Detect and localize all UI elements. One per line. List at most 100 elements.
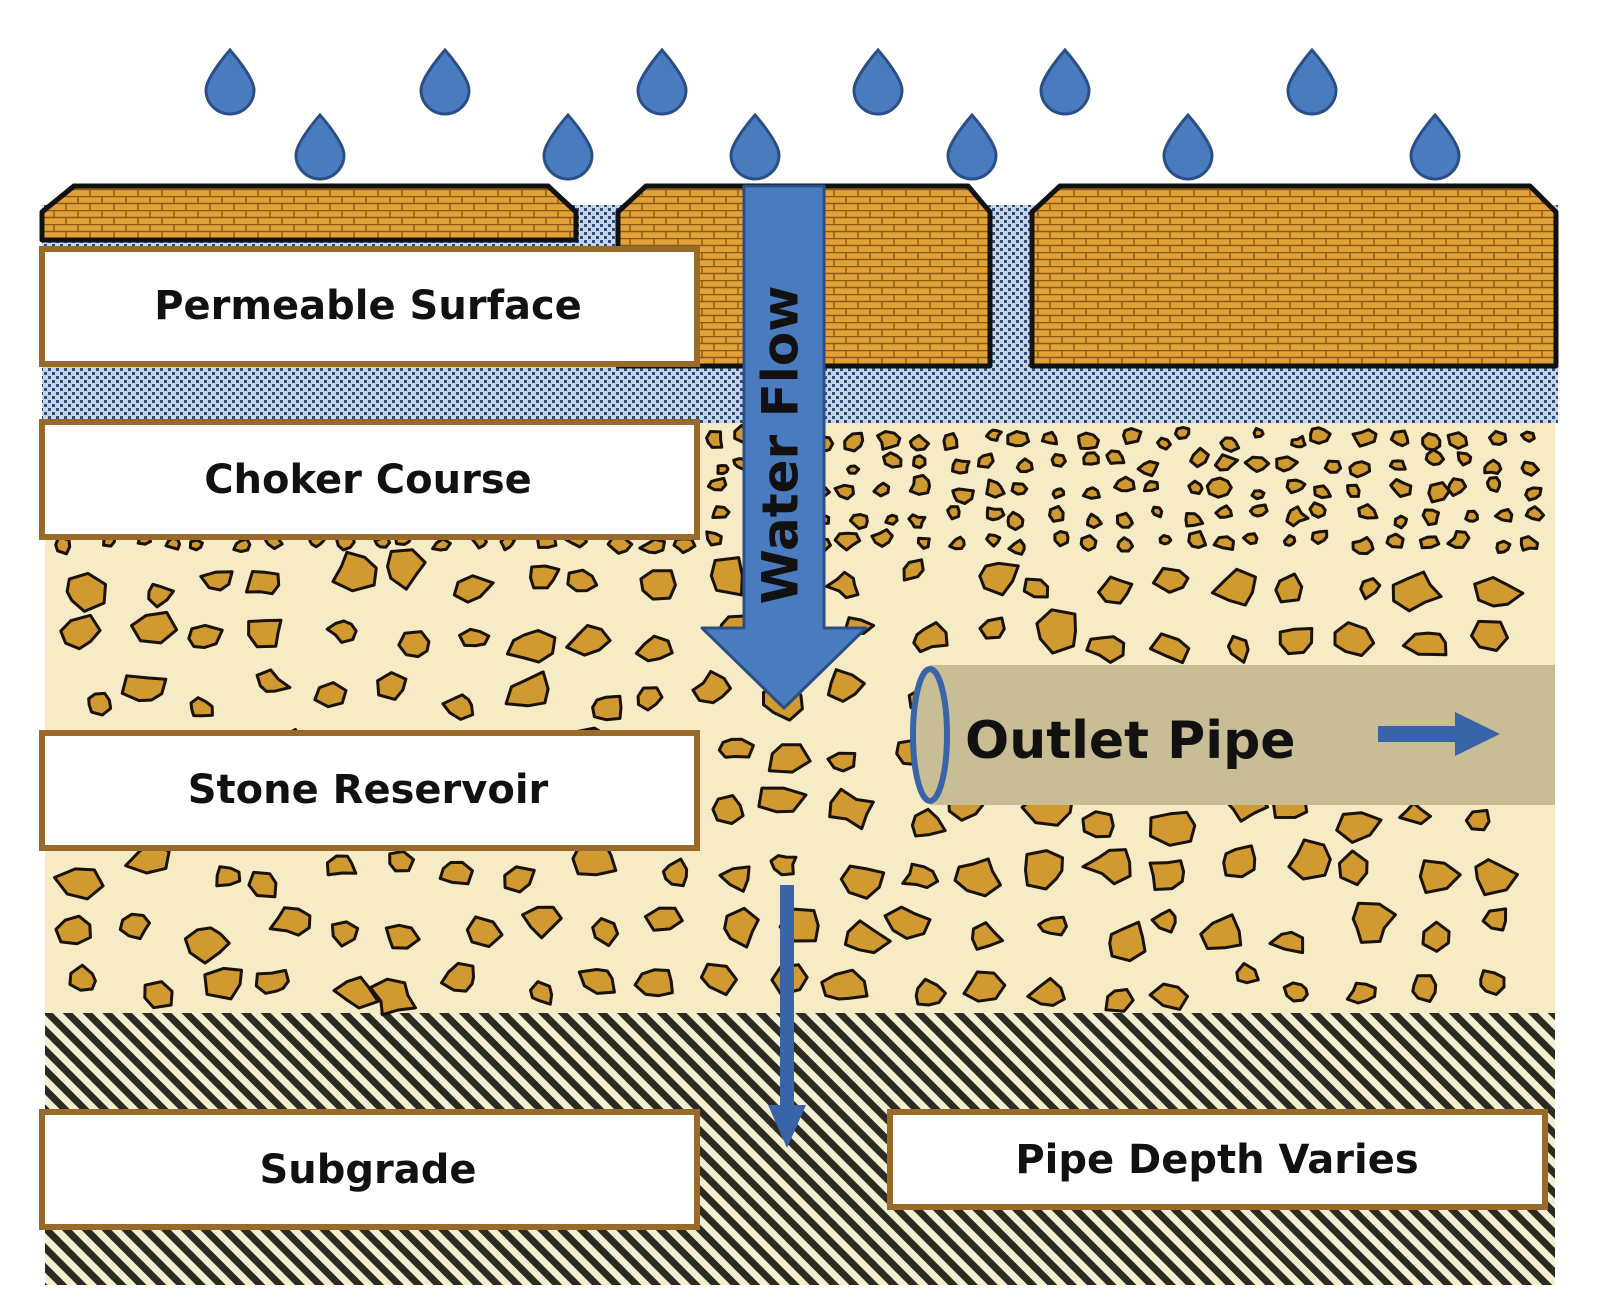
stone-piece [147,582,175,609]
stone-piece [661,857,689,888]
stone-piece [397,630,431,659]
stone-piece [884,513,899,526]
stone-piece [577,968,616,995]
stone-piece [1010,482,1029,496]
water-flow-arrow: Water Flow [700,184,868,710]
stone-piece [910,807,947,838]
stone-piece [978,561,1020,597]
stone-piece [848,513,869,531]
label-pipe-depth-varies: Pipe Depth Varies [887,1109,1548,1210]
stone-piece [1285,478,1307,495]
stone-piece [458,627,491,648]
stone-piece [711,794,745,825]
stone-piece [187,623,224,649]
stone-piece [54,914,92,946]
stone-piece [1085,512,1103,530]
stone-piece [633,968,674,998]
stone-piece [1158,534,1173,546]
stone-piece [978,616,1006,640]
stone-piece [1115,511,1134,529]
label-choker-course: Choker Course [39,419,700,540]
stone-piece [883,905,932,940]
stone-piece [503,865,536,894]
stone-piece [825,570,860,600]
stone-piece [1479,969,1506,996]
stone-piece [1275,455,1299,473]
raindrop-icon [419,47,471,116]
stone-piece [1105,449,1126,465]
stone-piece [452,574,495,604]
stone-piece [1187,479,1204,495]
stone-piece [769,854,798,877]
stone-piece [87,691,113,717]
svg-text:Stone Reservoir: Stone Reservoir [188,767,549,813]
stone-piece [1149,810,1197,847]
svg-text:Subgrade: Subgrade [259,1147,476,1193]
stone-piece [1006,510,1025,532]
stone-piece [331,550,378,593]
stone-piece [1006,430,1031,448]
stone-piece [330,920,360,948]
stone-piece [1007,538,1026,556]
stone-piece [1213,453,1240,472]
stone-piece [985,533,1002,548]
outflow-arrow-icon [1378,712,1500,756]
stone-piece [1351,536,1375,556]
stone-piece [826,751,857,773]
stone-piece [521,905,563,940]
outlet-pipe-label: Outlet Pipe [965,711,1296,771]
label-permeable-surface: Permeable Surface [39,246,700,367]
stone-piece [247,618,283,649]
stone-piece [1411,974,1438,1003]
stone-piece [709,556,744,597]
stone-piece [1519,535,1539,552]
stone-piece [639,569,677,601]
stone-piece [1142,480,1160,493]
stone-piece [882,451,903,469]
stone-piece [723,906,760,949]
stone-piece [1485,476,1502,493]
stone-piece [843,431,865,453]
stone-piece [1252,426,1265,439]
stone-piece [1205,476,1233,499]
stone-piece [254,968,290,995]
stone-piece [1189,446,1210,469]
stone-piece [1248,503,1269,518]
stone-piece [1388,459,1407,471]
stone-piece [1427,481,1451,504]
raindrop-icon [542,112,594,181]
svg-text:Permeable Surface: Permeable Surface [154,283,582,329]
stone-piece [1389,478,1413,498]
stone-piece [636,686,664,712]
stone-piece [1116,536,1135,553]
stone-piece [908,473,931,496]
stone-piece [1418,535,1441,550]
stone-piece [643,906,684,932]
stone-piece [1274,572,1304,604]
stone-piece [1323,459,1343,474]
stone-piece [1421,920,1451,953]
stone-piece [833,531,862,552]
stone-piece [951,458,971,475]
stone-piece [970,921,1004,951]
stone-piece [384,923,421,950]
stone-piece [164,536,181,551]
stone-piece [634,634,674,663]
stone-piece [59,613,102,651]
stone-piece [1337,849,1369,887]
stone-piece [1290,434,1307,449]
stone-piece [914,977,947,1007]
stone-piece [441,693,475,721]
stone-piece [870,528,894,548]
stone-piece [1391,570,1443,613]
stone-piece [718,865,751,893]
stone-piece [325,854,358,877]
stone-piece [705,530,723,547]
stone-piece [1212,535,1235,551]
stone-piece [1173,425,1191,440]
stone-piece [985,428,1003,442]
stone-piece [876,430,902,451]
stone-piece [313,681,348,709]
stone-piece [591,917,620,948]
